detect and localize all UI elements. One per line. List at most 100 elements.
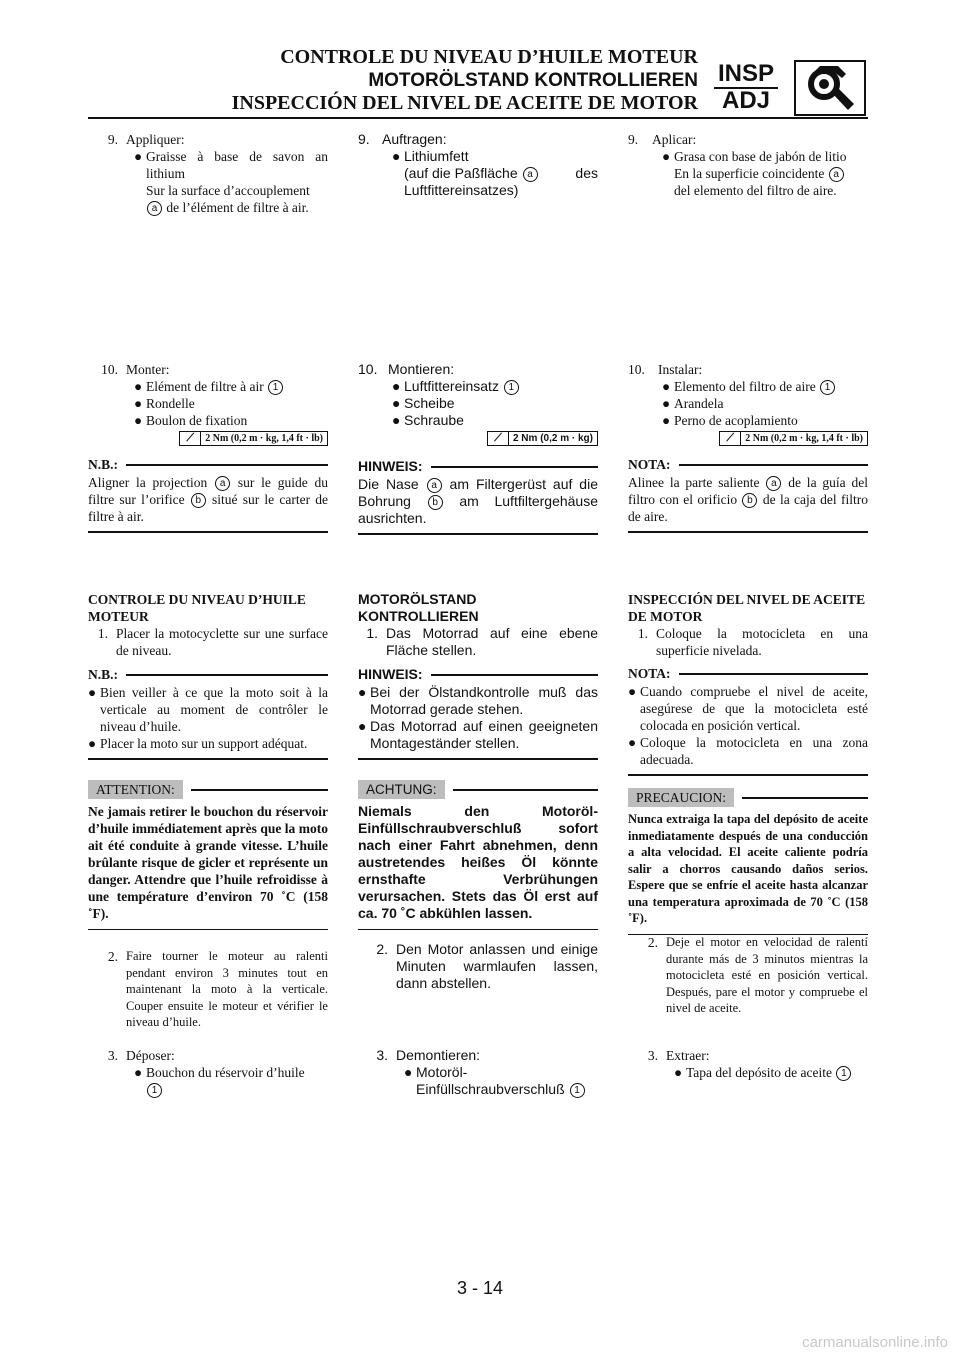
header-title-de: MOTORÖLSTAND KONTROLLIEREN <box>368 70 698 91</box>
note-label: NOTA: <box>628 666 671 681</box>
text: am Luftfiltergehäuse ausrichten. <box>358 493 599 526</box>
bullet: ● <box>88 736 97 751</box>
bullet: ● <box>662 413 671 428</box>
es-caution: PRECAUCION: Nunca extraiga la tapa del d… <box>628 788 868 935</box>
text: des <box>575 165 598 181</box>
bullet: ● <box>134 379 143 394</box>
bullet: ● <box>134 149 143 164</box>
es-step-2: 2. Deje el motor en velocidad de ralentí … <box>628 934 868 1017</box>
step-number: 9. <box>628 132 639 147</box>
es-step-9: 9.Aplicar: ●Grasa con base de jabón de l… <box>628 131 868 199</box>
step-text: Das Motorrad auf eine ebene Fläche stell… <box>386 625 598 658</box>
header-title-es: INSPECCIÓN DEL NIVEL DE ACEITE DE MOTOR <box>231 92 698 114</box>
step-number: 2. <box>647 935 658 950</box>
callout-1: 1 <box>268 380 284 395</box>
bullet: ● <box>134 413 143 428</box>
bullet-text: Graisse à base de savon an lithium <box>146 149 328 181</box>
callout-a: a <box>828 167 844 182</box>
step-title: Auftragen: <box>382 131 447 147</box>
bullet: ● <box>662 379 671 394</box>
torque-wrench-icon: ⟋ <box>488 432 509 445</box>
step-number: 9. <box>358 131 370 147</box>
step-title: Instalar: <box>658 362 703 377</box>
callout-a: a <box>766 476 782 491</box>
bullet-text: Bien veiller à ce que la moto soit à la … <box>100 685 328 734</box>
watermark: carmanualsonline.info <box>802 1334 948 1351</box>
callout-1: 1 <box>820 380 836 395</box>
step-title: Montieren: <box>388 361 455 377</box>
bullet-text: Motoröl-Einfüllschraubverschluß <box>416 1064 565 1097</box>
section-title: MOTORÖLSTAND KONTROLLIEREN <box>358 591 479 624</box>
text: am Filtergerüst auf die Bohrung <box>358 476 598 509</box>
torque-value: 2 Nm (0,2 m · kg) <box>512 433 593 444</box>
step-number: 1. <box>637 626 648 641</box>
badge-adj: ADJ <box>721 87 770 114</box>
text: Sur la surface d’accouplement <box>146 183 310 198</box>
bullet-text: Bei der Ölstandkontrolle muß das Motorra… <box>370 684 598 717</box>
note-label: HINWEIS: <box>358 458 423 474</box>
de-caution: ACHTUNG: Niemals den Motoröl-Einfüllschr… <box>358 780 598 930</box>
note-label: NOTA: <box>628 457 671 472</box>
text: situé sur le carter de filtre à air. <box>88 492 329 524</box>
de-step-2: 2. Den Motor anlassen und einige Minuten … <box>358 941 598 992</box>
text: Aligner la projection <box>88 475 208 490</box>
callout-1: 1 <box>836 1066 852 1081</box>
es-section-oil: INSPECCIÓN DEL NIVEL DE ACEITE DE MOTOR … <box>628 591 868 659</box>
step-number: 10. <box>628 362 645 377</box>
bullet-text: Elemento del filtro de aire <box>674 379 816 394</box>
bullet: ● <box>404 1064 413 1080</box>
section-title: CONTROLE DU NIVEAU D’HUILE MOTEUR <box>88 592 306 624</box>
step-text: Faire tourner le moteur au ralenti penda… <box>126 949 328 1029</box>
fr-note-2: N.B.: ●Bien veiller à ce que la moto soi… <box>88 666 328 760</box>
step-title: Appliquer: <box>126 132 185 147</box>
step-title: Demontieren: <box>396 1047 481 1063</box>
header-title-fr: CONTROLE DU NIVEAU D’HUILE MOTEUR <box>280 46 698 68</box>
fr-note-1: N.B.: Aligner la projection a sur le gui… <box>88 456 328 533</box>
step-number: 10. <box>101 362 118 377</box>
header-rule <box>88 117 868 119</box>
es-note-1: NOTA: Alinee la parte saliente a de la g… <box>628 456 868 533</box>
torque-value: 2 Nm (0,2 m · kg, 1,4 ft · lb) <box>745 433 863 444</box>
bullet-text: Boulon de fixation <box>146 413 248 428</box>
insp-adj-badge: INSP ADJ <box>706 62 786 114</box>
bullet-text: Scheibe <box>404 395 455 411</box>
de-step-10: 10.Montieren: ●Luftfittereinsatz 1 ●Sche… <box>358 361 598 446</box>
torque-value: 2 Nm (0,2 m · kg, 1,4 ft · lb) <box>205 433 323 444</box>
bullet: ● <box>392 395 401 411</box>
badge-insp: INSP <box>717 60 774 87</box>
callout-1: 1 <box>147 1083 162 1098</box>
badge-divider <box>714 87 778 89</box>
step-number: 3. <box>376 1047 388 1063</box>
step-number: 3. <box>647 1048 658 1063</box>
callout-a: a <box>522 167 538 182</box>
bullet-text: Grasa con base de jabón de litio <box>674 149 847 164</box>
text: de l’élément de filtre à air. <box>166 200 309 215</box>
step-text: Den Motor anlassen und einige Minuten wa… <box>396 941 598 991</box>
fr-step-10: 10.Monter: ●Elément de filtre à air 1 ●R… <box>88 361 328 446</box>
es-note-2: NOTA: ●Cuando compruebe el nivel de acei… <box>628 665 868 776</box>
fr-step-9: 9.Appliquer: ●Graisse à base de savon an… <box>88 131 328 216</box>
callout-b: b <box>190 493 206 508</box>
bullet-text: Rondelle <box>146 396 195 411</box>
caution-text: Ne jamais retirer le bouchon du réservoi… <box>88 804 328 921</box>
bullet-text: Lithiumfett <box>404 148 469 164</box>
bullet-text: Perno de acoplamiento <box>674 413 798 428</box>
de-step-3: 3. Demontieren: ●Motoröl-Einfüllschraubve… <box>358 1047 598 1098</box>
bullet-text: Bouchon du réservoir d’huile <box>146 1065 305 1080</box>
note-label: N.B.: <box>88 457 118 472</box>
step-number: 1. <box>366 625 378 641</box>
bullet: ● <box>392 148 401 164</box>
torque-wrench-icon: ⟋ <box>180 432 202 445</box>
step-number: 2. <box>376 941 388 957</box>
bullet: ● <box>134 396 143 411</box>
bullet-text: Luftfittereinsatz <box>404 378 499 394</box>
text: sur le guide du filtre sur l’orifice <box>88 475 328 507</box>
bullet: ● <box>674 1065 683 1080</box>
step-number: 3. <box>107 1048 118 1063</box>
step-number: 1. <box>97 626 108 641</box>
caution-label: PRECAUCION: <box>628 788 735 807</box>
step-text: Deje el motor en velocidad de ralentí du… <box>666 935 868 1015</box>
bullet: ● <box>358 718 367 734</box>
fr-step-2: 2.Faire tourner le moteur au ralenti pen… <box>88 948 328 1031</box>
torque-spec: ⟋2 Nm (0,2 m · kg, 1,4 ft · lb) <box>88 431 328 446</box>
